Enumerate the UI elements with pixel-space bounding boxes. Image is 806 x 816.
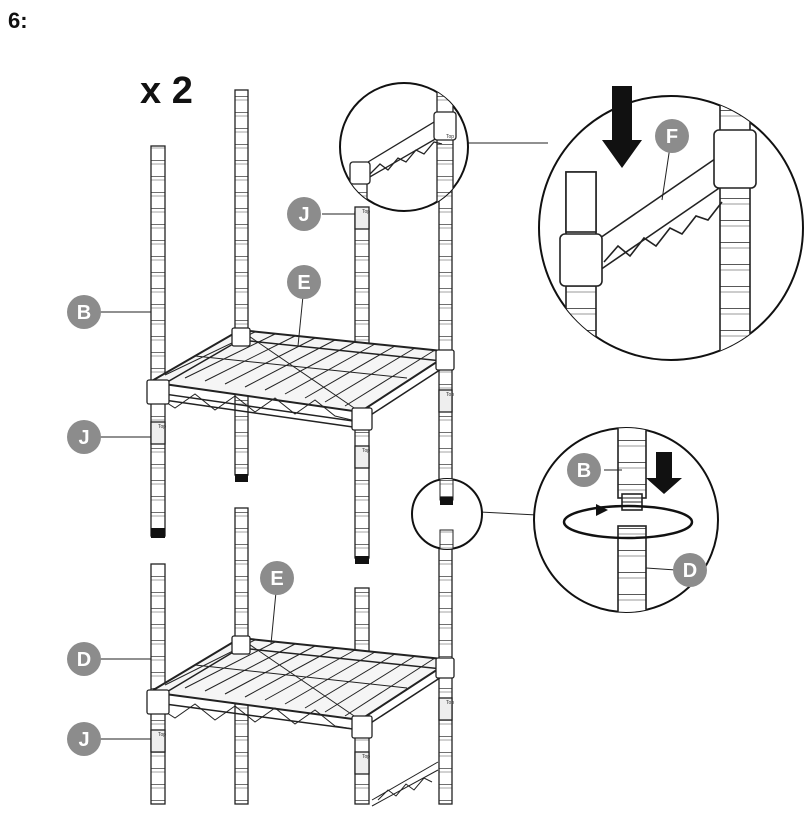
callout-b-detail: B xyxy=(567,453,601,487)
callout-j-top: J xyxy=(287,197,321,231)
callout-j-lower: J xyxy=(67,722,101,756)
leader-lines xyxy=(100,142,548,740)
lower-sleeves xyxy=(146,635,455,775)
callout-d-lower: D xyxy=(67,642,101,676)
callout-e-lower: E xyxy=(260,561,294,595)
upper-sleeves xyxy=(146,206,455,469)
clip-top-label: Top xyxy=(446,700,454,706)
clip-top-label: Top xyxy=(446,392,454,398)
lower-wire-shelf xyxy=(147,636,455,731)
down-arrow-icon xyxy=(646,452,682,494)
detail-circle-pole-joint xyxy=(411,478,483,550)
svg-text:B: B xyxy=(577,460,591,482)
clip-top-label: Top xyxy=(158,732,166,738)
detail-circle-pole-enlarged xyxy=(533,427,719,613)
svg-text:J: J xyxy=(298,204,309,226)
svg-text:D: D xyxy=(683,560,697,582)
callout-e-upper: E xyxy=(287,265,321,299)
callout-j-upper: J xyxy=(67,420,101,454)
svg-text:J: J xyxy=(78,427,89,449)
clip-top-label: Top xyxy=(158,424,166,430)
callout-b-upper: B xyxy=(67,295,101,329)
lower-side-truss xyxy=(371,761,439,807)
upper-pole-back-left xyxy=(234,89,249,482)
clip-top-label: Top xyxy=(362,209,370,215)
upper-pole-front-left xyxy=(150,145,166,538)
step-number: 6: xyxy=(8,8,28,33)
upper-wire-shelf xyxy=(146,328,455,429)
svg-text:F: F xyxy=(666,126,678,148)
clip-top-label: Top xyxy=(362,754,370,760)
clip-top-label: Top xyxy=(446,134,454,140)
down-arrow-icon xyxy=(602,86,642,168)
svg-text:E: E xyxy=(297,272,310,294)
svg-text:E: E xyxy=(270,568,283,590)
rotate-arrow-icon xyxy=(562,504,694,540)
callout-d-detail: D xyxy=(673,553,707,587)
detail-circle-shelf-top xyxy=(339,82,469,212)
clip-top-label: Top xyxy=(362,448,370,454)
svg-text:J: J xyxy=(78,729,89,751)
svg-text:D: D xyxy=(77,649,91,671)
callout-f-detail: F xyxy=(655,119,689,153)
svg-text:B: B xyxy=(77,302,91,324)
quantity-multiplier: x 2 xyxy=(140,70,193,112)
detail-circle-shelf-enlarged xyxy=(538,86,804,361)
